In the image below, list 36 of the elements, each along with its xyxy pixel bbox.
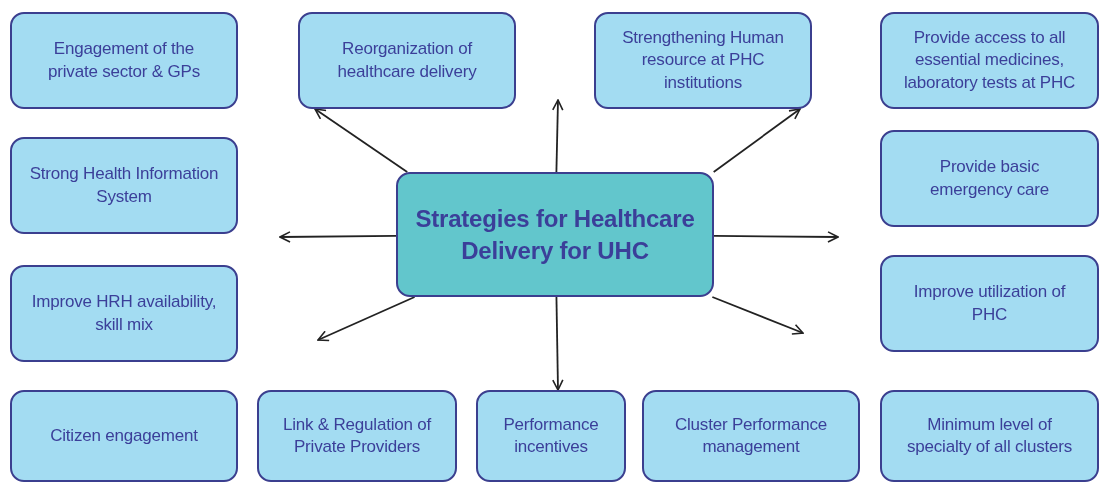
- central-title: Strategies for Healthcare Delivery for UHC: [414, 204, 696, 266]
- strategy-text: Citizen engagement: [50, 424, 198, 447]
- strategy-box: [10, 265, 238, 362]
- strategy-text: Provide access to all essential medicines, laboratory tests at PHC: [902, 27, 1077, 94]
- strategy-box: [476, 390, 626, 482]
- strategy-box: [298, 12, 516, 109]
- strategy-text: Strong Health Information System: [28, 163, 220, 208]
- strategy-text: Strengthening Human resource at PHC institutions: [621, 27, 785, 94]
- strategy-box: [10, 137, 238, 234]
- arrow: [314, 108, 409, 173]
- strategy-box: [10, 12, 238, 109]
- strategy-box: [594, 12, 812, 109]
- arrow: [711, 296, 804, 335]
- arrow: [552, 99, 564, 173]
- arrow: [713, 231, 839, 243]
- arrow: [317, 296, 416, 342]
- strategy-box: [880, 12, 1099, 109]
- central-box: [396, 172, 714, 297]
- strategy-box: [10, 390, 238, 482]
- strategy-box: [257, 390, 457, 482]
- strategy-box: [880, 390, 1099, 482]
- strategy-box: [880, 255, 1099, 352]
- arrow: [279, 231, 397, 243]
- strategy-text: Improve utilization of PHC: [912, 281, 1067, 326]
- arrow: [712, 108, 801, 173]
- strategy-text: Link & Regulation of Private Providers: [281, 413, 433, 458]
- strategy-text: Minimum level of specialty of all clusters: [905, 413, 1074, 458]
- strategy-text: Engagement of the private sector & GPs: [47, 38, 201, 83]
- strategy-text: Performance incentives: [502, 413, 600, 458]
- arrow: [552, 296, 564, 391]
- strategy-box: [880, 130, 1099, 227]
- strategy-text: Provide basic emergency care: [928, 156, 1051, 201]
- strategy-text: Cluster Performance management: [673, 413, 829, 458]
- strategy-box: [642, 390, 860, 482]
- strategy-text: Reorganization of healthcare delivery: [336, 38, 478, 83]
- strategy-text: Improve HRH availability, skill mix: [30, 291, 218, 336]
